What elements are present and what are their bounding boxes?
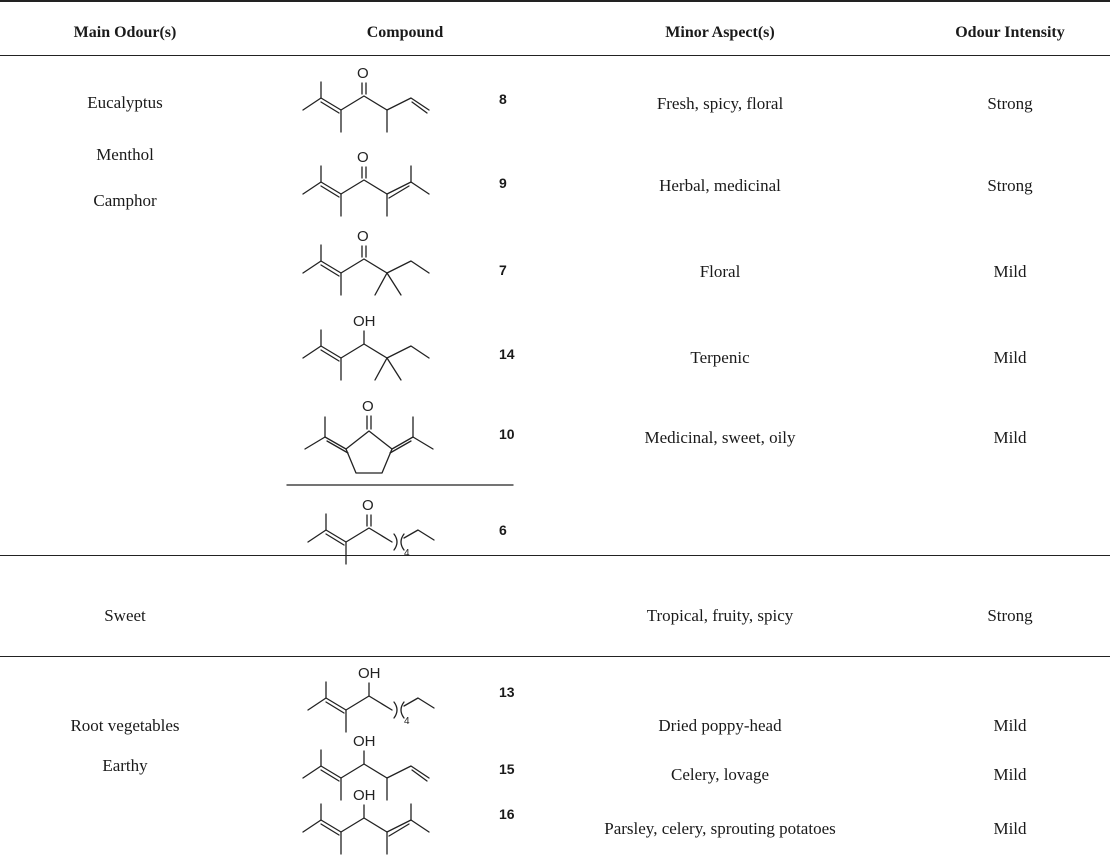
svg-text:O: O [357,65,369,82]
structure-compound-16: OH [302,787,430,855]
odour-intensity: Strong [987,606,1033,625]
compound-number-15: 15 [499,761,515,777]
structure-compound-6: O 4 [307,497,435,565]
main-odour-camphor: Camphor [93,191,157,210]
compound-number-8: 8 [499,91,507,107]
structure-compound-7: O [302,228,430,296]
odour-intensity: Mild [993,716,1027,735]
group-1-rule [0,555,1110,556]
structure-compound-10: O [286,398,514,486]
minor-aspect: Herbal, medicinal [659,176,781,195]
odour-intensity: Mild [993,819,1027,838]
group-2-rule [0,656,1110,657]
compound-number-7: 7 [499,262,507,278]
odour-intensity: Mild [993,765,1027,784]
svg-text:OH: OH [353,787,376,804]
structure-compound-14: OH [302,313,430,381]
minor-aspect: Terpenic [690,348,750,367]
structure-compound-8: O [302,65,430,133]
main-odour-sweet: Sweet [104,606,146,625]
odour-intensity: Mild [993,262,1027,281]
odour-intensity: Strong [987,176,1033,195]
svg-text:O: O [357,149,369,166]
header-minor-aspect: Minor Aspect(s) [665,24,775,41]
structure-compound-13: OH 4 [307,665,435,733]
minor-aspect: Dried poppy-head [658,716,782,735]
svg-text:O: O [357,228,369,245]
svg-text:O: O [362,497,374,514]
odour-intensity: Strong [987,94,1033,113]
svg-text:4: 4 [404,548,410,559]
compound-number-13: 13 [499,684,515,700]
header-main-odour: Main Odour(s) [73,24,177,41]
structure-compound-9: O [302,149,430,217]
odour-intensity: Mild [993,348,1027,367]
svg-text:4: 4 [404,716,410,727]
main-odour-menthol: Menthol [96,145,154,164]
svg-text:OH: OH [353,313,376,330]
minor-aspect: Parsley, celery, sprouting potatoes [604,819,836,838]
svg-text:OH: OH [358,665,381,682]
compound-number-10: 10 [499,426,515,442]
main-odour-root-vegetables: Root vegetables [70,716,180,735]
compound-number-6: 6 [499,522,507,538]
compound-number-16: 16 [499,806,515,822]
table-top-rule [0,0,1110,2]
main-odour-earthy: Earthy [102,756,148,775]
structure-compound-15: OH [302,733,430,801]
compound-number-9: 9 [499,175,507,191]
svg-text:OH: OH [353,733,376,750]
minor-aspect: Tropical, fruity, spicy [646,606,794,625]
minor-aspect: Fresh, spicy, floral [656,94,784,113]
svg-text:O: O [362,398,374,415]
header-compound: Compound [366,24,444,41]
header-odour-intensity: Odour Intensity [955,24,1065,41]
minor-aspect: Floral [699,262,741,281]
compound-number-14: 14 [499,346,515,362]
minor-aspect: Celery, lovage [670,765,770,784]
odour-intensity: Mild [993,428,1027,447]
main-odour-eucalyptus: Eucalyptus [87,93,163,112]
minor-aspect: Medicinal, sweet, oily [644,428,796,447]
header-rule [0,55,1110,56]
